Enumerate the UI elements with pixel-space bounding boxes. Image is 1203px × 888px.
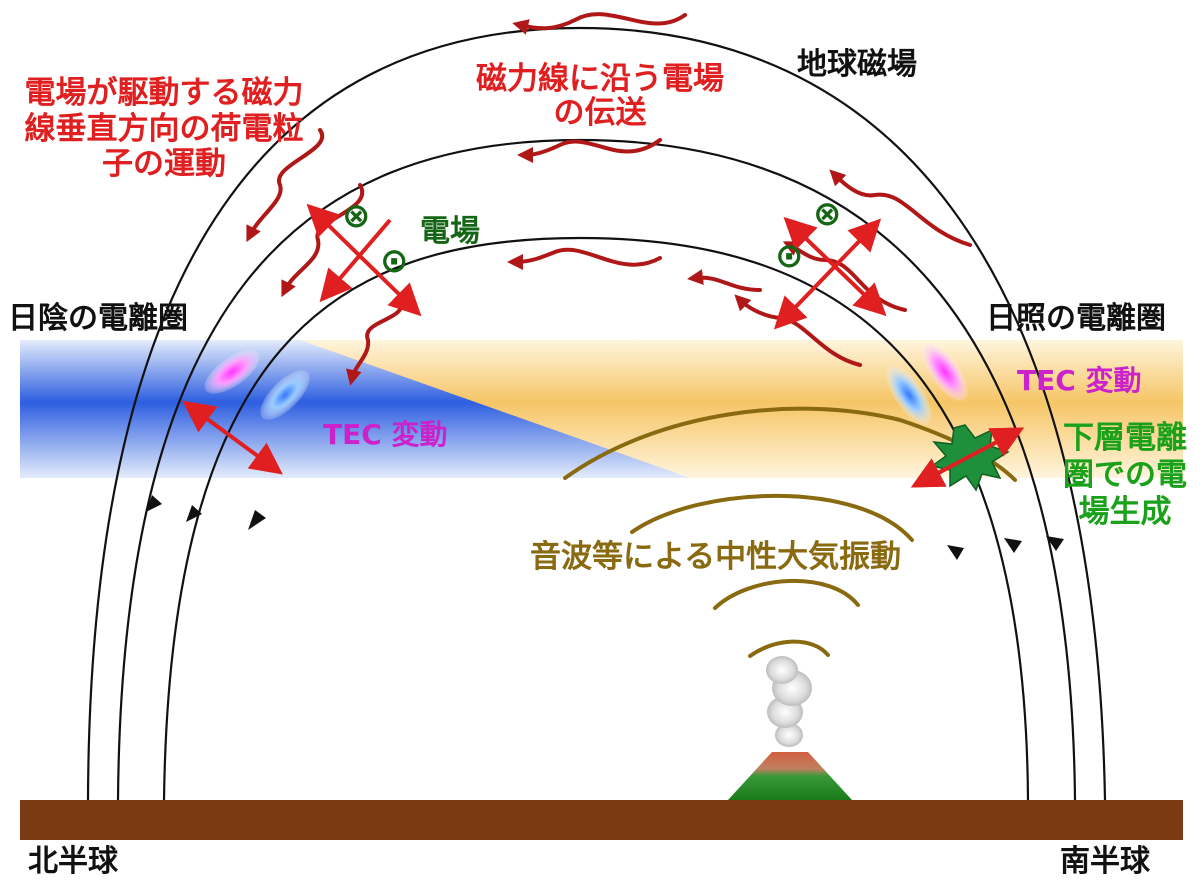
double-arrow-icon — [319, 218, 392, 303]
acoustic-wave-label: 音波等による中性大気振動 — [530, 539, 902, 575]
out-of-page-symbol-icon: ⊙ — [380, 241, 409, 281]
volcano-icon — [728, 656, 852, 800]
curl-arrow-icon — [517, 138, 662, 163]
field-line-inner — [162, 236, 1030, 801]
field-transport-arrows — [246, 12, 972, 386]
particle-motion-label: 電場が駆動する磁力 線垂直方向の荷電粒 子の運動 — [8, 75, 320, 183]
curl-arrow-icon — [687, 269, 762, 292]
field-line-outer — [86, 26, 1107, 801]
acoustic-wave-3 — [713, 579, 860, 610]
tec-blob-pink-right — [922, 343, 968, 401]
field-arrow-icon — [1004, 538, 1022, 553]
into-page-symbol-icon: ⊗ — [342, 196, 371, 236]
lower-ionosphere-field-label: 下層電離 圏での電 場生成 — [1050, 420, 1200, 532]
tec-blob-blue-right — [886, 366, 932, 424]
night-ionosphere-label: 日陰の電離圏 — [8, 301, 188, 336]
out-of-page-symbol-icon: ⊙ — [775, 236, 804, 276]
acoustic-wave-4 — [748, 639, 830, 658]
field-arrow-icon — [1046, 536, 1064, 551]
curl-arrow-icon — [246, 128, 325, 243]
field-transport-line-2: の伝送 — [553, 95, 647, 132]
day-ionosphere-label: 日照の電離圏 — [986, 301, 1166, 336]
tec-variation-left-label: TEC 変動 — [323, 418, 448, 451]
curl-arrow-icon — [512, 12, 687, 35]
electric-field-label: 電場 — [420, 214, 480, 249]
field-transport-arrows-right — [687, 269, 762, 292]
field-arrow-icon — [248, 510, 266, 530]
curl-arrow-icon — [829, 169, 972, 247]
field-arrow-icon — [146, 495, 162, 512]
double-arrow-icon — [306, 203, 422, 317]
double-arrow-icon — [182, 400, 283, 475]
into-page-symbol-icon: ⊗ — [813, 194, 842, 234]
lower-field-line-2: 圏での電 — [1063, 457, 1187, 494]
double-arrow-icon — [910, 427, 1025, 488]
acoustic-wave-2 — [630, 493, 914, 542]
ground — [20, 800, 1183, 840]
curl-arrow-icon — [507, 247, 662, 270]
particle-motion-line-3: 子の運動 — [102, 146, 226, 183]
particle-motion-line-1: 電場が駆動する磁力 — [24, 75, 304, 111]
lower-field-line-3: 場生成 — [1078, 494, 1172, 531]
field-transport-label: 磁力線に沿う電場 の伝送 — [475, 62, 725, 130]
southern-hemisphere-label: 南半球 — [1060, 844, 1150, 879]
field-direction-arrows — [146, 495, 1064, 560]
field-arrow-icon — [186, 505, 202, 522]
tec-blob-pink-left — [204, 350, 260, 394]
lower-field-line-1: 下層電離 — [1063, 420, 1187, 456]
earth-magnetic-field-label: 地球磁場 — [797, 47, 917, 82]
particle-motion-line-2: 線垂直方向の荷電粒 — [24, 110, 304, 147]
double-arrow-icon — [773, 218, 882, 330]
northern-hemisphere-label: 北半球 — [28, 844, 118, 879]
field-arrow-icon — [947, 545, 964, 560]
tec-variation-right-label: TEC 変動 — [1017, 364, 1142, 397]
field-transport-line-1: 磁力線に沿う電場 — [476, 61, 724, 97]
